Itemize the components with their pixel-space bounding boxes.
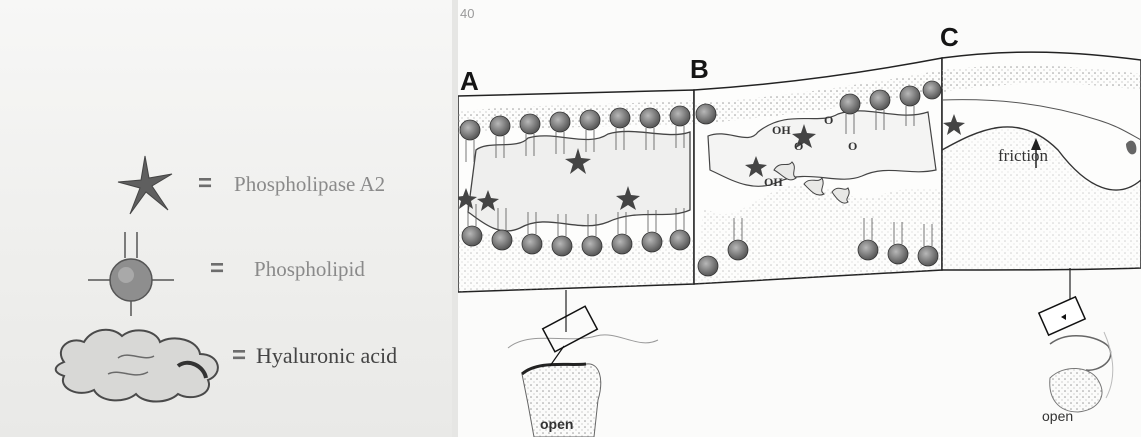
equals-sign: = bbox=[198, 170, 212, 198]
legend-hyaluronic-label: Hyaluronic acid bbox=[256, 343, 397, 369]
joint-inset-c bbox=[1039, 297, 1113, 412]
joint-inset-a bbox=[508, 306, 658, 437]
panel-a-layer bbox=[458, 90, 694, 332]
legend-phospholipid-text: = Phospholipid bbox=[210, 255, 365, 283]
phospholipid-icon bbox=[86, 228, 176, 318]
legend-phospholipase-text: = Phospholipase A2 bbox=[198, 170, 385, 198]
hyaluronic-acid-blob-icon bbox=[48, 322, 228, 406]
cavity-label-o-3: O bbox=[848, 139, 857, 153]
legend-item-phospholipase bbox=[110, 150, 180, 220]
cavity-label-oh-1: OH bbox=[772, 123, 791, 137]
equals-sign: = bbox=[210, 255, 224, 283]
joint-lubrication-figure: 40 A B C bbox=[458, 0, 1141, 437]
open-label-c: open bbox=[1042, 408, 1073, 424]
cavity-label-oh-2: OH bbox=[764, 175, 783, 189]
panel-c-layer bbox=[942, 52, 1141, 312]
legend-hyaluronic-text: = Hyaluronic acid bbox=[232, 342, 397, 370]
cavity-label-o-2: O bbox=[794, 139, 803, 153]
friction-label: friction bbox=[998, 146, 1048, 166]
phospholipase-star-icon bbox=[110, 150, 180, 220]
cartilage-diagram: OH O O O OH bbox=[458, 0, 1141, 437]
equals-sign: = bbox=[232, 342, 246, 370]
legend-panel: = Phospholipase A2 = Phospholipid = Hyal… bbox=[0, 0, 452, 437]
legend-item-hyaluronic bbox=[48, 322, 228, 406]
panel-b-layer: OH O O O OH bbox=[694, 58, 942, 284]
legend-phospholipid-label: Phospholipid bbox=[254, 257, 365, 282]
legend-item-phospholipid bbox=[86, 228, 176, 318]
legend-phospholipase-label: Phospholipase A2 bbox=[234, 172, 385, 197]
cavity-label-o-1: O bbox=[824, 113, 833, 127]
open-label-a: open bbox=[540, 416, 573, 432]
